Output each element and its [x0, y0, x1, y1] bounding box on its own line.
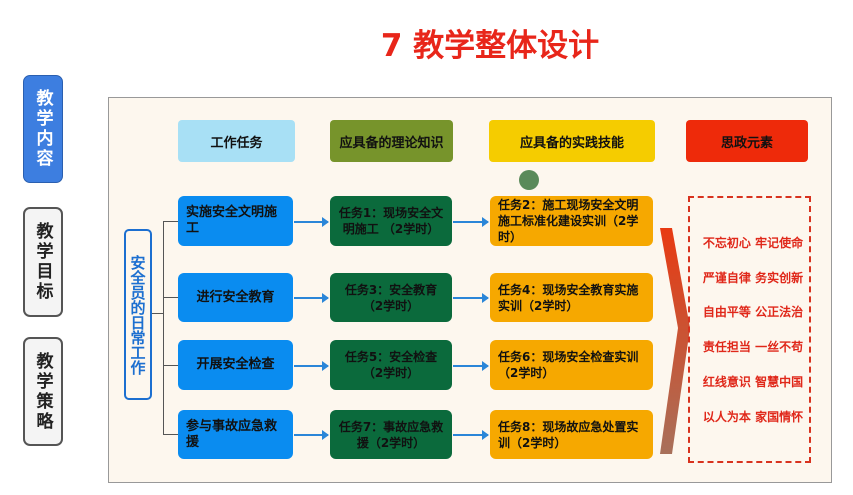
theory-task-3: 任务5：安全检查（2学时） — [330, 340, 452, 390]
value-item: 责任担当 一丝不苟 — [702, 340, 804, 354]
work-task-3: 开展安全检查 — [178, 340, 293, 390]
value-item: 不忘初心 牢记使命 — [702, 236, 804, 250]
arrow — [294, 361, 329, 371]
arrow — [294, 217, 329, 227]
theory-task-1: 任务1：现场安全文明施工 （2学时） — [330, 196, 452, 246]
arrow — [294, 293, 329, 303]
practice-task-3: 任务6：现场安全检查实训（2学时） — [490, 340, 653, 390]
value-item: 以人为本 家国情怀 — [702, 410, 804, 424]
connector — [152, 313, 163, 314]
value-item: 严谨自律 务实创新 — [702, 271, 804, 285]
value-item: 自由平等 公正法治 — [702, 305, 804, 319]
green-dot — [519, 170, 539, 190]
theory-task-2: 任务3：安全教育（2学时） — [330, 273, 452, 322]
header-theory: 应具备的理论知识 — [330, 120, 453, 162]
arrow — [453, 217, 489, 227]
work-task-2: 进行安全教育 — [178, 273, 293, 322]
bracket-tick — [163, 365, 178, 366]
bracket-line — [163, 221, 164, 435]
bracket-tick — [163, 297, 178, 298]
tab-teaching-strategy[interactable]: 教学策略 — [23, 337, 63, 446]
practice-task-2: 任务4：现场安全教育实施实训（2学时） — [490, 273, 653, 322]
work-task-4: 参与事故应急救援 — [178, 410, 293, 459]
value-item: 红线意识 智慧中国 — [702, 375, 804, 389]
arrow — [453, 430, 489, 440]
root-box: 安全员的日常工作 — [124, 229, 152, 400]
page-title: 7 教学整体设计 — [380, 28, 600, 64]
practice-task-1: 任务2：施工现场安全文明施工标准化建设实训（2学时） — [490, 196, 653, 246]
tab-teaching-content[interactable]: 教学内容 — [23, 75, 63, 183]
arrow — [294, 430, 329, 440]
bracket-tick — [163, 221, 178, 222]
bracket-tick — [163, 434, 178, 435]
practice-task-4: 任务8：现场故应急处置实训（2学时） — [490, 410, 653, 459]
arrow — [453, 361, 489, 371]
header-practice: 应具备的实践技能 — [489, 120, 655, 162]
ideology-values-box — [688, 196, 811, 463]
theory-task-4: 任务7：事故应急救援（2学时） — [330, 410, 452, 459]
arrow — [453, 293, 489, 303]
header-work-tasks: 工作任务 — [178, 120, 295, 162]
big-chevron-arrow — [660, 228, 690, 454]
header-ideology: 思政元素 — [686, 120, 808, 162]
tab-teaching-goals[interactable]: 教学目标 — [23, 207, 63, 317]
work-task-1: 实施安全文明施工 — [178, 196, 293, 246]
